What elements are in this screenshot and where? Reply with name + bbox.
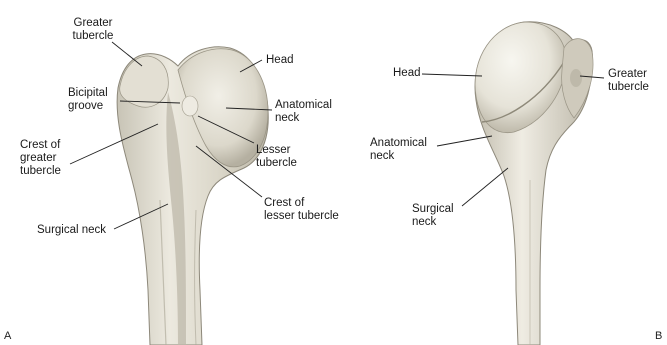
panel-letter-b: B [655, 330, 662, 342]
label-anatomical-neck-a: Anatomical neck [275, 99, 332, 125]
label-surgical-neck-a: Surgical neck [37, 224, 106, 237]
label-text: Lesser [256, 144, 297, 157]
label-text: tubercle [68, 30, 118, 43]
label-text: Surgical neck [37, 224, 106, 237]
label-text: Head [266, 54, 294, 67]
label-text: Head [393, 67, 421, 80]
label-text: tubercle [20, 165, 61, 178]
label-text: tubercle [256, 157, 297, 170]
label-crest-lesser-tubercle: Crest of lesser tubercle [264, 197, 339, 223]
label-greater-tubercle-a: Greater tubercle [68, 17, 118, 43]
label-text: neck [412, 216, 454, 229]
label-text: neck [370, 150, 427, 163]
label-greater-tubercle-b: Greater tubercle [608, 68, 649, 94]
label-anatomical-neck-b: Anatomical neck [370, 137, 427, 163]
humerus-anterior-view [117, 47, 268, 345]
label-text: Surgical [412, 203, 454, 216]
label-text: groove [68, 100, 108, 113]
label-head-a: Head [266, 54, 294, 67]
label-text: Anatomical [370, 137, 427, 150]
label-text: Greater [68, 17, 118, 30]
label-text: Greater [608, 68, 649, 81]
label-text: lesser tubercle [264, 210, 339, 223]
label-text: neck [275, 112, 332, 125]
label-text: tubercle [608, 81, 649, 94]
label-crest-greater-tubercle: Crest of greater tubercle [20, 139, 61, 178]
humerus-posterior-view [475, 22, 593, 345]
label-text: greater [20, 152, 61, 165]
label-bicipital-groove: Bicipital groove [68, 87, 108, 113]
humerus-a-lesser-tubercle [182, 96, 198, 116]
label-lesser-tubercle: Lesser tubercle [256, 144, 297, 170]
label-text: Bicipital [68, 87, 108, 100]
panel-letter-a: A [4, 330, 11, 342]
label-text: Crest of [20, 139, 61, 152]
label-head-b: Head [393, 67, 421, 80]
label-text: Crest of [264, 197, 339, 210]
label-surgical-neck-b: Surgical neck [412, 203, 454, 229]
humerus-a-greater-tubercle [120, 56, 169, 107]
label-text: Anatomical [275, 99, 332, 112]
